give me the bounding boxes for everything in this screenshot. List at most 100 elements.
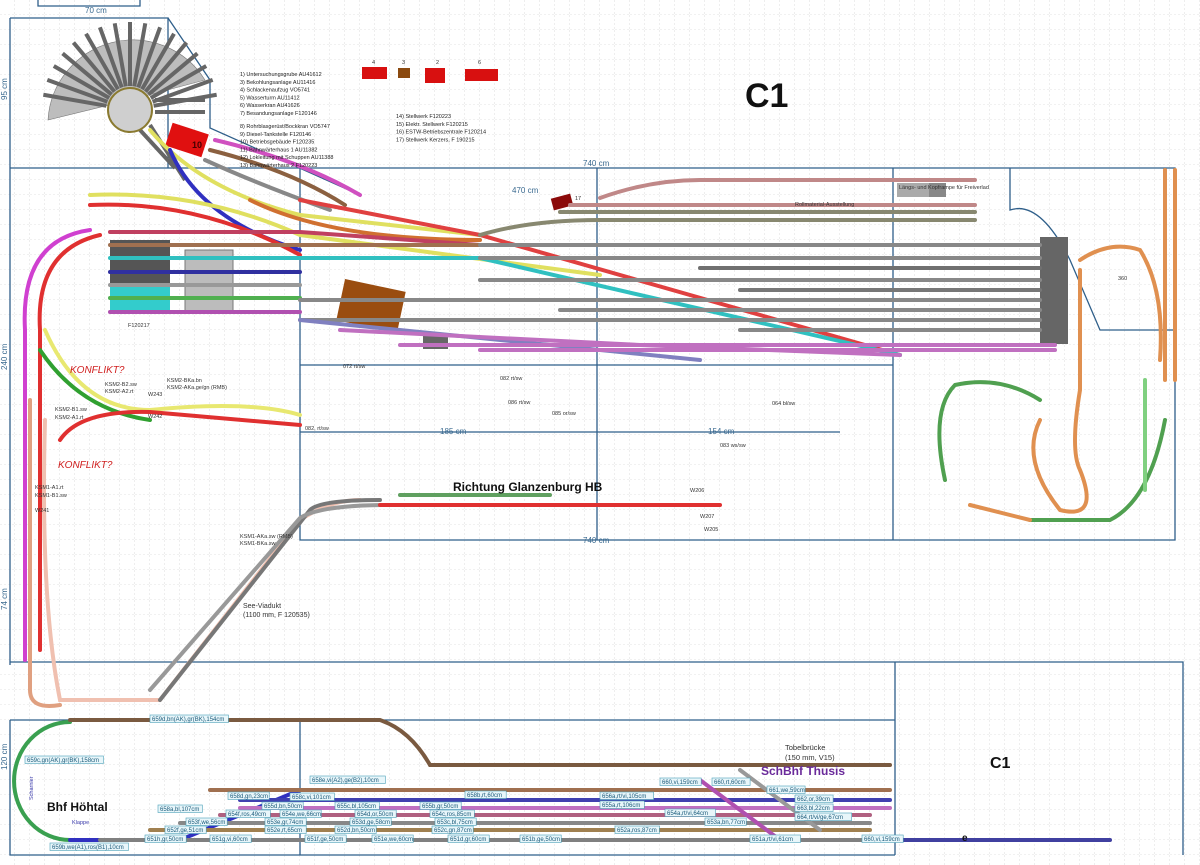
track-length-text: 655c,bl,105cm xyxy=(337,804,376,810)
track-length-text: 658c,vi,101cm xyxy=(292,795,331,801)
track-label: 083 ws/sw xyxy=(720,443,746,449)
building-tag: 17 xyxy=(575,196,581,202)
track-length-label: 655b,gr,50cm xyxy=(419,801,462,810)
f120217-label: F120217 xyxy=(128,323,150,329)
track-label: 064 bl/sw xyxy=(772,401,795,407)
track-length-label: 652d,bn,50cm xyxy=(334,825,377,834)
track-length-label: 658c,vi,101cm xyxy=(289,792,335,801)
track-label: KSM1-A1.rt xyxy=(35,485,64,491)
track-length-text: 664,rt/vi/ge,67cm xyxy=(797,815,843,821)
legend-item: 5) Wasserturm AU11412 xyxy=(240,95,300,101)
track-length-text: 660,vi,159cm xyxy=(662,780,698,786)
building-10 xyxy=(165,122,209,158)
track xyxy=(22,228,92,662)
track-label: KSM2-A2.rt xyxy=(105,389,134,395)
scharnier-label: Scharnier xyxy=(29,776,35,800)
track-length-text: 659d,bn(AK),gr(BK),154cm xyxy=(152,717,224,723)
track xyxy=(1031,268,1089,514)
building-tag: 6 xyxy=(478,60,481,66)
roundhouse-stall xyxy=(143,41,189,93)
dim-740-bottom: 740 cm xyxy=(583,536,610,545)
track-length-text: 655d,bn,50cm xyxy=(264,804,302,810)
track xyxy=(37,233,102,652)
track-label: KSM1-AKa.sw (RMB) xyxy=(240,534,293,540)
track-length-label: 659d,bn(AK),gr(BK),154cm xyxy=(149,714,229,723)
track-length-text: 654d,or,50cm xyxy=(357,812,393,818)
track-length-label: 660,rt,60cm xyxy=(711,777,751,786)
roundhouse-stall xyxy=(149,64,208,100)
track-label: 082, rt/sw xyxy=(305,426,329,432)
track xyxy=(937,380,1042,482)
track-length-text: 654a,rt/vi,64cm xyxy=(667,811,708,817)
legend-item: 1) Untersuchungsgrube AU41612 xyxy=(240,72,322,78)
track-length-label: 659c,gn(AK),gr(BK),158cm xyxy=(24,755,104,764)
track-length-label: 655a,rt,106cm xyxy=(599,800,645,809)
track-length-label: 654c,ros,85cm xyxy=(429,809,475,818)
track-length-label: 651b,ge,50cm xyxy=(519,834,562,843)
track-length-text: 662,or,39cm xyxy=(797,797,830,803)
tobel-spec: (150 mm, V15) xyxy=(785,753,835,762)
viadukt-spec: (1100 mm, F 120535) xyxy=(243,612,310,619)
station-thusis: SchBhf Thusis xyxy=(761,764,845,778)
track-length-label: 653f,we,56cm xyxy=(185,817,228,826)
track xyxy=(28,398,62,708)
track-length-label: 658d,gn,23cm xyxy=(227,791,270,800)
roundhouse-stall xyxy=(98,26,124,89)
track-length-label: 652c,gn,87cm xyxy=(431,825,474,834)
track-length-label: 659b,we(A1),ros(B1),10cm xyxy=(49,842,129,851)
legend-item: 9) Diesel-Tankstelle F120146 xyxy=(240,132,311,138)
roundhouse-stall xyxy=(46,78,109,104)
legend-item: 13) Bahnwärterhaus 2 F120223 xyxy=(240,163,317,169)
track-length-text: 655a,rt,106cm xyxy=(602,803,640,809)
dim-240: 240 cm xyxy=(0,343,9,370)
baseboard-frames xyxy=(9,0,1184,856)
track-length-label: 651a,rt/vi,61cm xyxy=(749,834,801,843)
track-length-text: 660,rt,60cm xyxy=(714,780,746,786)
track-length-text: 651h,gr,50cm xyxy=(147,837,183,843)
roundhouse-stall xyxy=(71,41,117,93)
track xyxy=(248,198,482,242)
roundhouse-stall xyxy=(112,22,128,87)
tobel-label: Tobelbrücke xyxy=(785,743,825,752)
track-label: 086 rt/sw xyxy=(508,400,530,406)
roundhouse xyxy=(42,22,218,182)
track xyxy=(158,498,382,702)
track xyxy=(598,178,977,200)
track xyxy=(68,718,892,767)
dim-70: 70 cm xyxy=(85,6,107,15)
track-label: KSM2-B1.sw xyxy=(55,407,87,413)
track-label: KSM2-B2.sw xyxy=(105,382,137,388)
track-length-label: 653a,bn,77cm xyxy=(704,817,747,826)
track-length-text: 653e,gr,74cm xyxy=(267,820,303,826)
track-length-text: 652e,rt,65cm xyxy=(267,828,302,834)
track-length-text: 658b,rt,60cm xyxy=(467,793,502,799)
konflikt-label-1: KONFLIKT? xyxy=(70,365,125,376)
module-title-bottom: C1 xyxy=(990,755,1011,772)
track-length-text: 652c,gn,87cm xyxy=(434,828,472,834)
turntable xyxy=(107,87,153,133)
track-length-text: 651a,rt/vi,61cm xyxy=(752,837,793,843)
track-label: KSM1-B1.sw xyxy=(35,493,67,499)
track-length-text: 652f,ge,51cm xyxy=(167,828,203,834)
station-hoehtal: Bhf Höhtal xyxy=(47,800,108,814)
richtung-glanzenburg-label: Richtung Glanzenburg HB xyxy=(453,480,603,494)
track-length-text: 653f,we,56cm xyxy=(188,820,225,826)
track-length-label: 654a,rt/vi,64cm xyxy=(664,808,716,817)
roundhouse-stall xyxy=(132,22,148,87)
track-length-label: 664,rt/vi/ge,67cm xyxy=(794,812,853,821)
track xyxy=(478,218,977,237)
legend-item: 14) Stellwerk F120223 xyxy=(396,114,451,120)
track-label: W206 xyxy=(690,488,704,494)
track-length-label: 653e,gr,74cm xyxy=(264,817,307,826)
building-tag: 4 xyxy=(372,60,375,66)
track xyxy=(12,720,72,842)
track-length-label: 654d,or,50cm xyxy=(354,809,397,818)
track-length-label: 655d,bn,50cm xyxy=(261,801,304,810)
track-length-text: 651d,gr,60cm xyxy=(450,837,486,843)
track-length-label: 654f,ros,49cm xyxy=(225,809,271,818)
track xyxy=(1078,244,1163,362)
legend-item: 15) Elektr. Stellwerk F120215 xyxy=(396,122,468,128)
legend-item: 17) Stellwerk Kerzers, F 190215 xyxy=(396,137,475,143)
track-length-text: 654e,we,66cm xyxy=(282,812,321,818)
